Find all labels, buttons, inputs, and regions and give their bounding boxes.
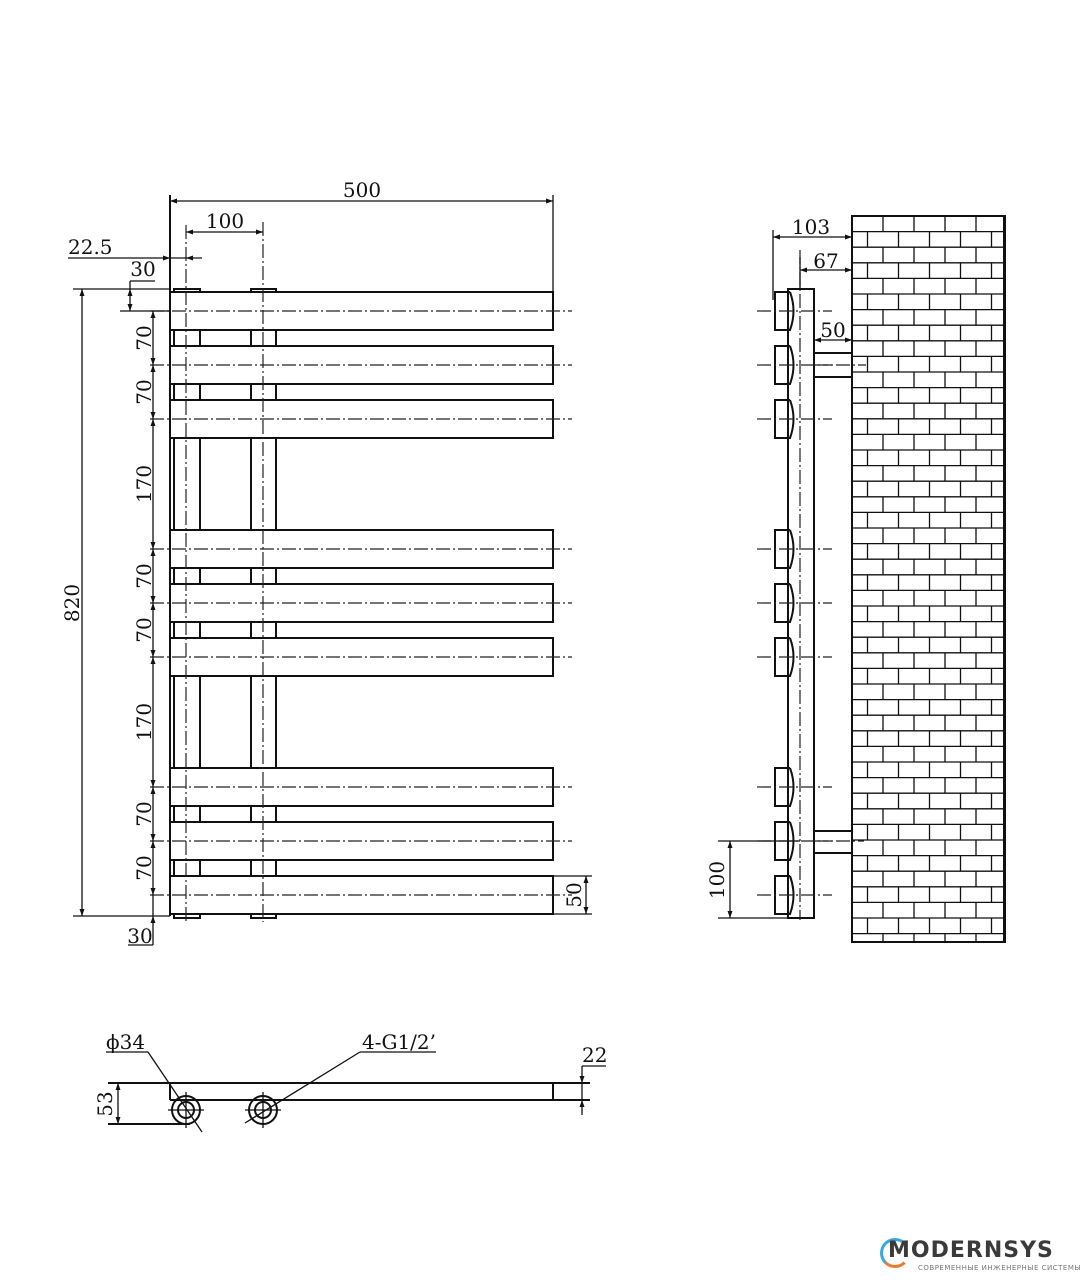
arrow-head <box>150 888 156 895</box>
arrow-head <box>150 657 156 664</box>
arrow-head <box>186 255 193 261</box>
arrow-head <box>150 311 156 318</box>
dim-top-label: 30 <box>130 257 155 281</box>
dim-bottom-label: 30 <box>127 924 152 948</box>
arrow-head <box>150 358 156 365</box>
bar-end <box>774 767 795 807</box>
segment-dim-label: 70 <box>132 325 156 350</box>
arrow-head <box>845 267 852 273</box>
dim-offset-left-label: 22.5 <box>68 235 113 259</box>
brand-logo: MODERNSYS СОВРЕМЕННЫЕ ИНЖЕНЕРНЫЕ СИСТЕМЫ <box>880 1236 1080 1280</box>
bar-end <box>774 875 795 915</box>
arrow-head <box>150 542 156 549</box>
segment-dim-label: 70 <box>132 379 156 404</box>
arrow-head <box>127 289 133 296</box>
bar-end <box>774 583 795 623</box>
front-view <box>68 195 592 946</box>
arrow-head <box>115 1117 121 1124</box>
arrow-head <box>79 289 85 296</box>
arrow-head <box>814 337 821 343</box>
arrow-head <box>150 603 156 610</box>
dim-height-label: 820 <box>60 584 84 622</box>
arrow-head <box>727 911 733 918</box>
arrow-head <box>579 1076 585 1083</box>
segment-dim-label: 70 <box>132 617 156 642</box>
arrow-head <box>150 780 156 787</box>
arrow-head <box>150 419 156 426</box>
dim-axis-to-wall-label: 67 <box>813 249 838 273</box>
dim-depth-label: 53 <box>93 1091 117 1116</box>
bottom-view <box>106 1051 606 1133</box>
bar-end <box>774 821 795 861</box>
arrow-head <box>115 1083 121 1090</box>
dim-total-depth-label: 103 <box>792 215 830 239</box>
leader-line <box>147 1051 203 1133</box>
segment-dim-label: 170 <box>132 703 156 741</box>
dim-bar-thickness-label: 22 <box>582 1043 607 1067</box>
arrow-head <box>150 841 156 848</box>
arrow-head <box>583 876 589 883</box>
arrow-head <box>845 337 852 343</box>
arrow-head <box>256 229 263 235</box>
bar-end <box>774 291 795 331</box>
arrow-head <box>79 909 85 916</box>
bar-end <box>774 345 795 385</box>
arrow-head <box>773 234 780 240</box>
dim-bracket-height-label: 100 <box>705 861 729 899</box>
arrow-head <box>150 549 156 556</box>
arrow-head <box>546 198 553 204</box>
arrow-head <box>150 650 156 657</box>
arrow-head <box>845 234 852 240</box>
bar-end <box>774 399 795 439</box>
arrow-head <box>150 412 156 419</box>
wall-bracket <box>813 830 853 854</box>
segment-dim-label: 70 <box>132 801 156 826</box>
dim-wall-gap-label: 50 <box>820 318 845 342</box>
dim-collector-spacing-label: 100 <box>206 209 244 233</box>
arrow-head <box>170 198 177 204</box>
bar-end <box>774 529 795 569</box>
arrow-head <box>727 841 733 848</box>
logo-tagline: СОВРЕМЕННЫЕ ИНЖЕНЕРНЫЕ СИСТЕМЫ <box>918 1264 1080 1272</box>
segment-dim-label: 70 <box>132 855 156 880</box>
arrow-head <box>579 1100 585 1107</box>
dim-connections-label: 4-G1/2’ <box>362 1030 436 1054</box>
logo-name: MODERNSYS <box>888 1238 1054 1263</box>
arrow-head <box>150 834 156 841</box>
segment-dim-label: 170 <box>132 465 156 503</box>
logo-ring-icon <box>880 1238 910 1268</box>
dim-bar-height-label: 50 <box>562 882 586 907</box>
bar-end <box>774 637 795 677</box>
arrow-head <box>800 267 807 273</box>
leader-line <box>244 1051 361 1124</box>
arrow-head <box>127 304 133 311</box>
arrow-head <box>150 916 156 923</box>
side-view <box>718 215 1006 943</box>
segment-dim-label: 70 <box>132 563 156 588</box>
arrow-head <box>150 596 156 603</box>
arrow-head <box>163 255 170 261</box>
arrow-head <box>150 787 156 794</box>
arrow-head <box>186 229 193 235</box>
dim-diameter-label: ϕ34 <box>106 1030 145 1054</box>
dim-width-label: 500 <box>343 178 381 202</box>
arrow-head <box>583 907 589 914</box>
arrow-head <box>150 365 156 372</box>
